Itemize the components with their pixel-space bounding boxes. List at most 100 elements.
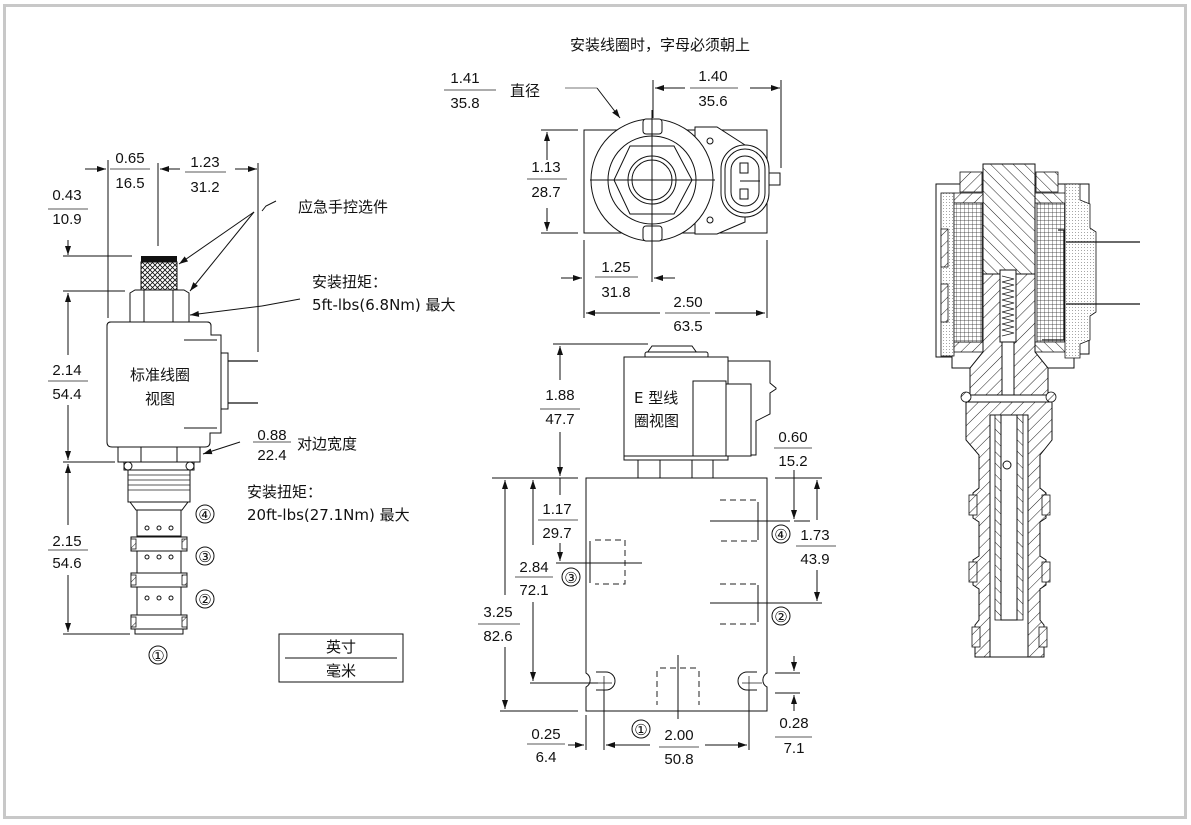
dim-1.73: 1.73 43.9 (796, 527, 836, 568)
coil-winding-right (1036, 202, 1066, 343)
dim-0.43: 0.43 10.9 (48, 187, 132, 257)
seal-ring (130, 572, 188, 588)
dim-1.88: 1.88 47.7 (540, 387, 580, 428)
dim-2.14: 2.14 54.4 (48, 362, 88, 403)
legend-mm: 毫米 (326, 662, 356, 680)
dim-text-inch: 1.41 (450, 70, 479, 87)
dim-0.60: 0.60 15.2 (774, 429, 812, 470)
port-4-marker (771, 524, 791, 544)
legend-inch: 英寸 (326, 638, 356, 656)
coil-label-line2: 视图 (145, 390, 175, 408)
seal-ring (130, 536, 188, 552)
seal-ring (130, 614, 188, 630)
dim-text-mm: 50.8 (664, 751, 693, 768)
port-4-cavity (710, 499, 790, 542)
port-1-marker (631, 719, 651, 739)
dim-text-inch: 1.23 (190, 154, 219, 171)
port-3-cavity (586, 539, 642, 585)
torque-cartridge-value: 20ft-lbs(27.1Nm) 最大 (247, 506, 410, 524)
standard-coil-view: 0.65 16.5 1.23 31.2 0.43 10.9 应急手控选件 (48, 150, 456, 665)
dim-text-inch: 3.25 (483, 604, 512, 621)
coil-winding-left (953, 202, 983, 343)
dim-text-mm: 29.7 (542, 525, 571, 542)
dim-text-mm: 16.5 (115, 175, 144, 192)
front-view: E 型线 圈视图 (478, 343, 836, 768)
dim-text-inch: 0.88 (257, 427, 286, 444)
dim-text-inch: 1.13 (531, 159, 560, 176)
dim-text-mm: 82.6 (483, 628, 512, 645)
hex-label: 对边宽度 (297, 435, 357, 453)
dim-text-mm: 6.4 (536, 749, 557, 766)
dim-1.23: 1.23 31.2 (157, 154, 259, 352)
dim-text-inch: 1.40 (698, 68, 727, 85)
dim-text-mm: 43.9 (800, 551, 829, 568)
e-coil-label-line1: E 型线 (634, 389, 678, 407)
port-4-marker (195, 504, 215, 524)
dim-0.88: 0.88 22.4 对边宽度 (202, 427, 357, 464)
dim-3.25: 3.25 82.6 (478, 604, 520, 645)
svg-text:④: ④ (198, 507, 211, 524)
dim-text-mm: 35.8 (450, 95, 479, 112)
knob-cap (141, 256, 177, 262)
dim-text-mm: 22.4 (257, 447, 286, 464)
dim-text-mm: 10.9 (52, 211, 81, 228)
port-3-marker (561, 567, 581, 587)
standard-coil-body (106, 321, 222, 448)
e-coil-label-line2: 圈视图 (634, 412, 679, 430)
coil-nut (129, 289, 190, 323)
dim-0.65: 0.65 16.5 (85, 150, 150, 318)
port-2-marker (771, 606, 791, 626)
dim-text-mm: 54.4 (52, 386, 81, 403)
svg-text:②: ② (774, 609, 787, 626)
knurled-knob (140, 261, 178, 291)
dim-text-inch: 2.00 (664, 727, 693, 744)
drawing-title: 安装线圈时，字母必须朝上 (570, 36, 750, 54)
dim-text-inch: 1.17 (542, 501, 571, 518)
port-2-cavity (710, 583, 790, 625)
dim-text-mm: 31.2 (190, 179, 219, 196)
dim-text-inch: 2.14 (52, 362, 81, 379)
pole-piece (982, 163, 1036, 275)
svg-text:①: ① (634, 722, 647, 739)
dim-2.00: 2.00 50.8 (659, 727, 699, 768)
dim-text-inch: 1.25 (601, 259, 630, 276)
torque-cartridge-label: 安装扭矩： (247, 483, 322, 501)
dim-text-mm: 72.1 (519, 582, 548, 599)
dim-text-inch: 2.50 (673, 294, 702, 311)
dim-text-inch: 2.84 (519, 559, 548, 576)
dim-text-mm: 54.6 (52, 555, 81, 572)
dim-2.15: 2.15 54.6 (48, 533, 88, 572)
dim-0.25: 0.25 6.4 (527, 726, 565, 766)
torque-nut-label: 安装扭矩： (312, 273, 387, 291)
cross-section-view (935, 163, 1140, 658)
dim-1.41: 1.41 35.8 直径 (444, 70, 621, 119)
dim-text-mm: 63.5 (673, 318, 702, 335)
dim-text-inch: 0.28 (779, 715, 808, 732)
dim-1.25: 1.25 31.8 (595, 259, 638, 301)
spring (1001, 275, 1015, 337)
dim-text-inch: 0.43 (52, 187, 81, 204)
svg-text:③: ③ (564, 570, 577, 587)
svg-text:③: ③ (198, 549, 211, 566)
port-1-marker (148, 645, 168, 665)
dim-text-inch: 1.88 (545, 387, 574, 404)
dim-1.17: 1.17 29.7 (538, 501, 578, 542)
dim-text-mm: 31.8 (601, 284, 630, 301)
dim-text-inch: 0.65 (115, 150, 144, 167)
port-2-marker (195, 589, 215, 609)
dim-1.40: 1.40 35.6 (652, 68, 782, 168)
dim-text-inch: 0.60 (778, 429, 807, 446)
dim-text-inch: 1.73 (800, 527, 829, 544)
dim-2.50: 2.50 63.5 (665, 294, 710, 335)
torque-nut-value: 5ft-lbs(6.8Nm) 最大 (312, 296, 456, 314)
dim-text-mm: 35.6 (698, 93, 727, 110)
coil-label-line1: 标准线圈 (130, 366, 190, 384)
dim-text-mm: 28.7 (531, 184, 560, 201)
manual-override-label: 应急手控选件 (298, 198, 388, 216)
svg-text:①: ① (151, 648, 164, 665)
dim-1.13: 1.13 28.7 (527, 159, 567, 201)
svg-text:②: ② (198, 592, 211, 609)
dim-0.28: 0.28 7.1 (775, 715, 812, 757)
top-view: 安装线圈时，字母必须朝上 1.41 35.8 直径 1.40 35.6 (444, 36, 782, 335)
